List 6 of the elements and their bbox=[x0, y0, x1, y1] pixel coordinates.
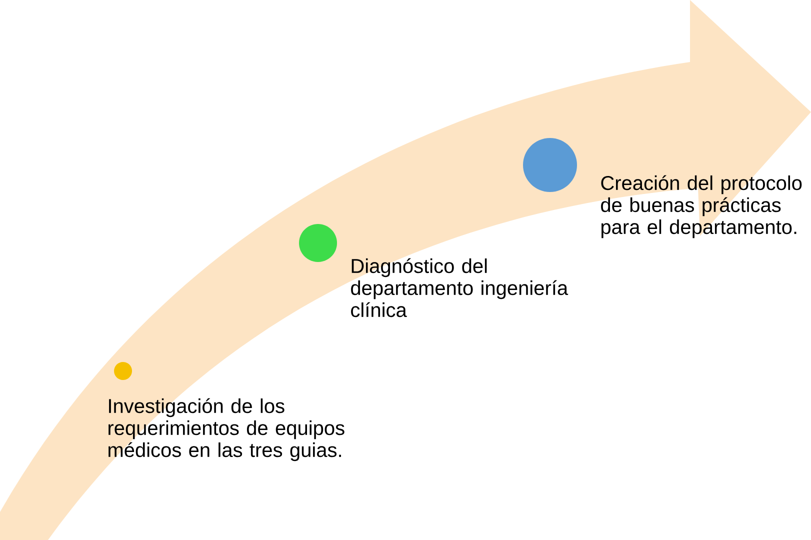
circle-marker bbox=[114, 362, 132, 380]
circle-marker bbox=[299, 224, 337, 262]
circle-marker bbox=[523, 138, 577, 192]
step-label: Creación del protocolo de buenas prácticas para el departamento. bbox=[601, 175, 802, 238]
step-label: Investigación de los requerimientos de equipos médicos en las tres guias. bbox=[108, 398, 344, 462]
step-label: Diagnóstico del departamento ingeniería clínica bbox=[351, 258, 568, 318]
